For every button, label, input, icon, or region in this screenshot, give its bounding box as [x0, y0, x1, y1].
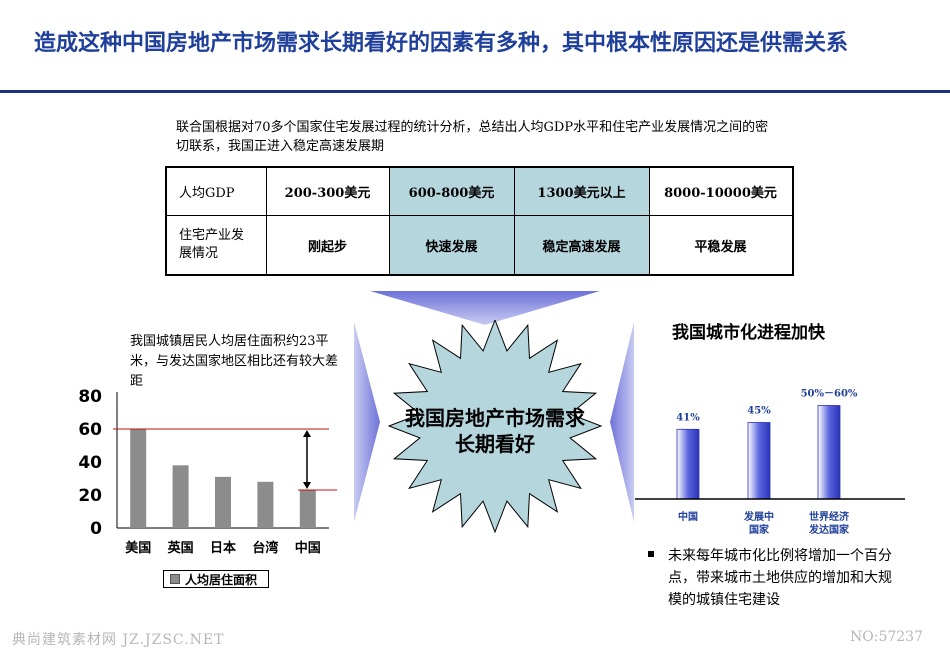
- table-cell: 刚起步: [265, 215, 390, 276]
- urbanization-bullet: 未来每年城市化比例将增加一个百分点，带来城市土地供应的增加和大规模的城镇住宅建设: [648, 545, 900, 611]
- chart-legend: 人均居住面积: [163, 570, 269, 588]
- table-row: 住宅产业发展情况 刚起步 快速发展 稳定高速发展 平稳发展: [165, 215, 793, 276]
- x-category-label: 美国: [125, 540, 151, 556]
- footer-number: NO:57237: [850, 629, 923, 645]
- table-row: 人均GDP 200-300美元 600-800美元 1300美元以上 8000-…: [165, 166, 793, 216]
- down-arrow-shape: [370, 291, 600, 325]
- bar: [817, 405, 841, 500]
- x-category-label: 国家: [749, 523, 770, 536]
- table-cell: 稳定高速发展: [513, 215, 650, 276]
- legend-swatch: [170, 574, 180, 584]
- x-category-label: 英国: [167, 540, 194, 556]
- bar: [130, 429, 147, 528]
- right-chevron-shape: [610, 322, 634, 522]
- y-tick-label: 60: [78, 420, 102, 440]
- table-cell: 600-800美元: [388, 166, 515, 216]
- x-category-label: 世界经济: [809, 510, 850, 523]
- bar: [257, 481, 274, 528]
- table-cell: 平稳发展: [648, 215, 793, 276]
- center-message: 我国房地产市场需求长期看好: [405, 406, 585, 456]
- bullet-mark: [648, 551, 654, 557]
- y-tick-label: 40: [78, 453, 102, 473]
- data-label: 50%－60%: [801, 389, 858, 400]
- table-cell: 1300美元以上: [513, 166, 650, 216]
- bullet-text: 未来每年城市化比例将增加一个百分点，带来城市土地供应的增加和大规模的城镇住宅建设: [668, 548, 892, 608]
- table-cell: 住宅产业发展情况: [165, 215, 267, 276]
- urbanization-chart-title: 我国城市化进程加快: [672, 323, 825, 343]
- data-label: 41%: [676, 412, 700, 423]
- table-cell: 8000-10000美元: [648, 166, 793, 216]
- bar: [172, 465, 189, 528]
- x-category-label: 中国: [678, 510, 698, 523]
- x-category-label: 中国: [295, 540, 321, 556]
- starburst-shape: [387, 320, 603, 534]
- bar: [747, 422, 771, 500]
- bar: [676, 428, 700, 500]
- x-category-label: 台湾: [252, 540, 278, 556]
- x-category-label: 发展中: [743, 510, 774, 523]
- data-label: 45%: [747, 406, 771, 417]
- area-note: 我国城镇居民人均居住面积约23平米，与发达国家地区相比还有较大差距: [130, 334, 339, 389]
- gdp-table: 人均GDP 200-300美元 600-800美元 1300美元以上 8000-…: [165, 166, 794, 276]
- page-title: 造成这种中国房地产市场需求长期看好的因素有多种，其中根本性原因还是供需关系: [34, 31, 849, 56]
- gap-arrow-head: [303, 430, 311, 437]
- intro-text: 联合国根据对70多个国家住宅发展过程的统计分析，总结出人均GDP水平和住宅产业发…: [176, 120, 769, 154]
- table-cell: 人均GDP: [165, 166, 267, 216]
- bar: [215, 476, 231, 528]
- x-category-label: 发达国家: [808, 523, 850, 536]
- left-chevron-shape: [354, 322, 380, 522]
- legend-label: 人均居住面积: [185, 572, 258, 587]
- gap-arrow-head: [303, 482, 311, 490]
- y-tick-label: 0: [90, 519, 102, 539]
- living-area-bar-chart: 0 20 40 60 80 美国英国日本台湾 中国: [78, 387, 337, 556]
- title-divider: [0, 90, 950, 93]
- y-tick-label: 80: [78, 387, 102, 407]
- footer-watermark: 典尚建筑素材网 JZ.JZSC.NET: [12, 632, 225, 648]
- bar: [299, 490, 316, 528]
- table-cell: 快速发展: [388, 215, 515, 276]
- x-category-label: 日本: [210, 540, 236, 556]
- y-tick-label: 20: [78, 486, 102, 506]
- table-cell: 200-300美元: [265, 166, 390, 216]
